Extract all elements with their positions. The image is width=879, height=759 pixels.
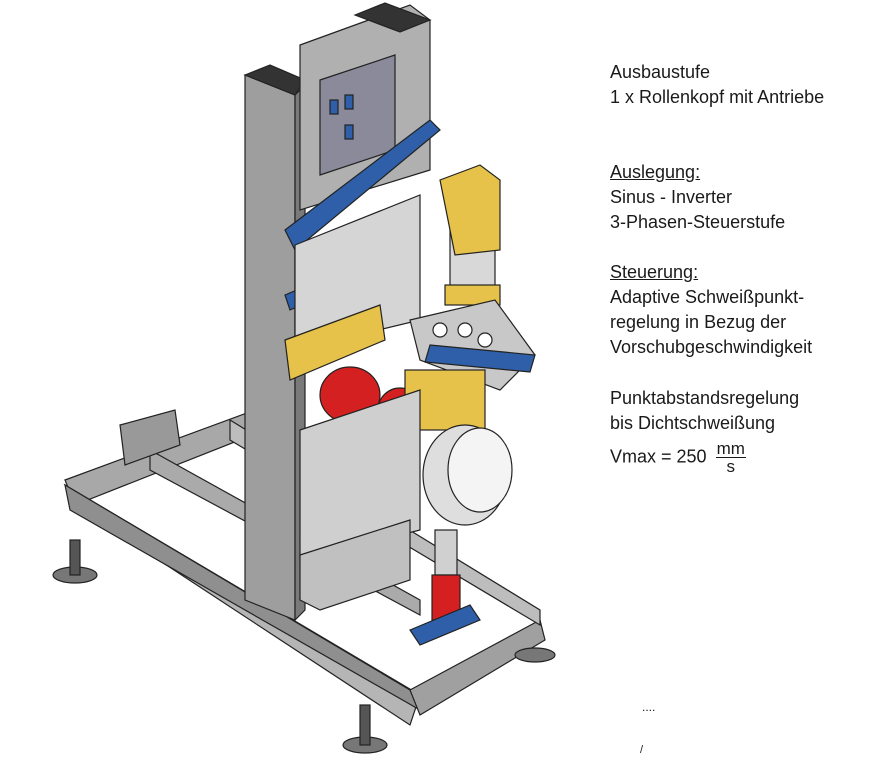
control-heading: Steuerung: bbox=[610, 262, 699, 282]
design-line: Sinus - Inverter bbox=[610, 187, 733, 207]
vmax-label: Vmax = 250 bbox=[610, 446, 707, 467]
blue-rail-top bbox=[284, 119, 441, 251]
lower-cylinder bbox=[434, 529, 458, 576]
lower-blue-plate bbox=[409, 604, 481, 646]
blue-arm bbox=[424, 344, 536, 373]
side-clamp bbox=[119, 409, 181, 466]
spacing-line: Punktabstandsregelung bbox=[610, 388, 800, 408]
stage-value: 1 x Rollenkopf mit Antriebe bbox=[610, 87, 825, 107]
machine-cad-drawing bbox=[52, 2, 556, 754]
control-line: regelung in Bezug der bbox=[610, 312, 787, 332]
yellow-slide bbox=[284, 304, 386, 381]
footer-dots: .... bbox=[642, 700, 656, 714]
cylinder-cap bbox=[439, 164, 501, 256]
footer-slash: / bbox=[640, 744, 644, 756]
panel-switch bbox=[344, 124, 354, 140]
transformer-box bbox=[299, 519, 411, 611]
panel-switch bbox=[329, 99, 339, 115]
vmax-unit-numerator: mm bbox=[715, 439, 746, 458]
control-line: Vorschubgeschwindigkeit bbox=[610, 337, 813, 357]
stage-heading: Ausbaustufe bbox=[610, 62, 711, 82]
base-rail-right bbox=[409, 619, 546, 716]
top-cap bbox=[353, 2, 432, 33]
design-heading: Auslegung: bbox=[610, 162, 701, 182]
spacing-line: bis Dichtschweißung bbox=[610, 413, 776, 433]
design-line: 3-Phasen-Steuerstufe bbox=[610, 212, 786, 232]
lower-plate bbox=[299, 389, 421, 561]
vmax-unit: mm s bbox=[715, 439, 746, 476]
foot bbox=[514, 647, 556, 663]
vmax-line: Vmax = 250 mm s bbox=[610, 440, 746, 475]
control-line: Adaptive Schweißpunkt- bbox=[610, 287, 805, 307]
panel-switch bbox=[344, 94, 354, 110]
vmax-unit-denominator: s bbox=[726, 457, 735, 476]
